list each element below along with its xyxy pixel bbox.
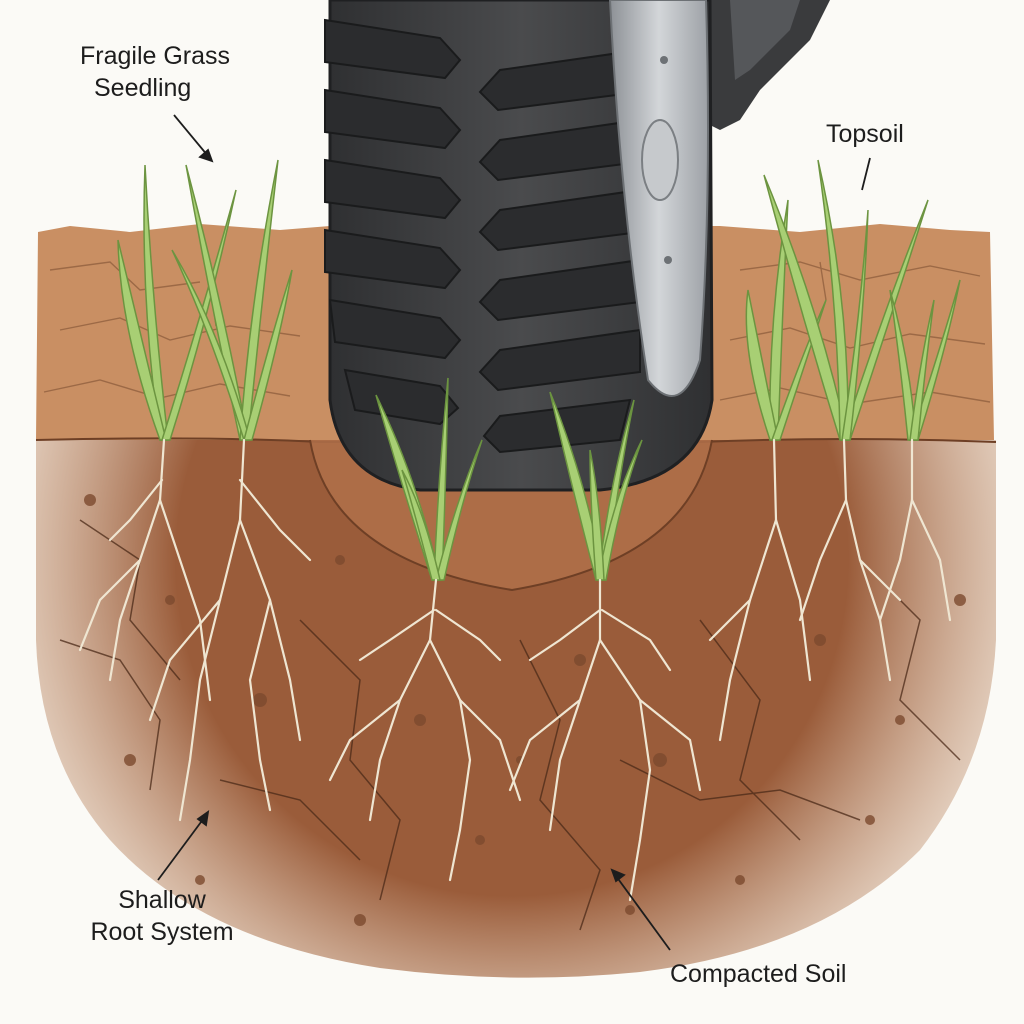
arrow-icon <box>157 114 871 951</box>
compacted-soil-layer <box>36 440 996 978</box>
label-compacted-soil: Compacted Soil <box>670 960 847 988</box>
grass-seedling-icon <box>117 159 961 581</box>
label-seedling-line1: Fragile Grass <box>80 42 231 70</box>
label-roots-line1: Shallow <box>118 886 206 914</box>
label-roots-line2: Root System <box>90 918 234 946</box>
label-fragile-grass-seedling: Fragile Grass Seedling <box>80 40 230 104</box>
root-icon <box>78 438 952 902</box>
soil-pebbles <box>84 494 966 926</box>
label-shallow-root-system: Shallow Root System <box>72 884 252 948</box>
label-seedling-line2: Seedling <box>94 74 192 102</box>
tire-icon <box>324 0 714 492</box>
label-topsoil: Topsoil <box>826 120 904 148</box>
